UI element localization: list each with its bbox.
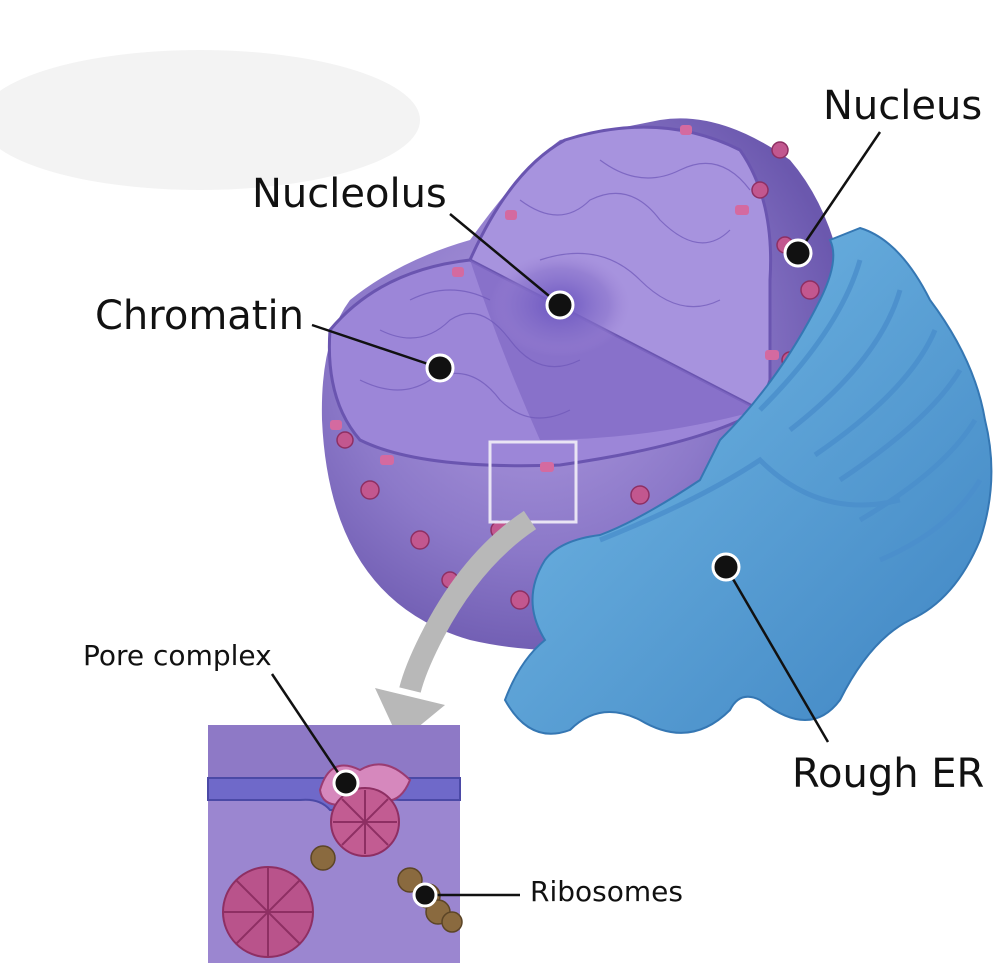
label-chromatin: Chromatin bbox=[95, 293, 304, 339]
rim-pores bbox=[330, 125, 779, 472]
leader-lines bbox=[270, 131, 882, 897]
curved-arrow-icon bbox=[375, 510, 537, 742]
marker-nucleolus bbox=[545, 290, 575, 320]
label-pore-complex: Pore complex bbox=[83, 639, 272, 672]
marker-rough-er bbox=[711, 552, 741, 582]
chromatin-threads bbox=[359, 159, 751, 419]
marker-ribosomes bbox=[412, 882, 438, 908]
background-haze bbox=[0, 50, 420, 190]
inset-panel bbox=[207, 725, 463, 963]
label-nucleolus: Nucleolus bbox=[252, 171, 447, 217]
zoom-region-box bbox=[488, 440, 578, 524]
markers bbox=[332, 238, 813, 908]
large-pore-bottom bbox=[222, 866, 314, 958]
marker-nucleus bbox=[783, 238, 813, 268]
label-ribosomes: Ribosomes bbox=[530, 875, 683, 908]
label-rough-er: Rough ER bbox=[792, 751, 985, 797]
label-nucleus: Nucleus bbox=[823, 83, 983, 129]
marker-pore-complex bbox=[332, 769, 360, 797]
marker-chromatin bbox=[425, 353, 455, 383]
nucleus-body bbox=[321, 118, 850, 651]
